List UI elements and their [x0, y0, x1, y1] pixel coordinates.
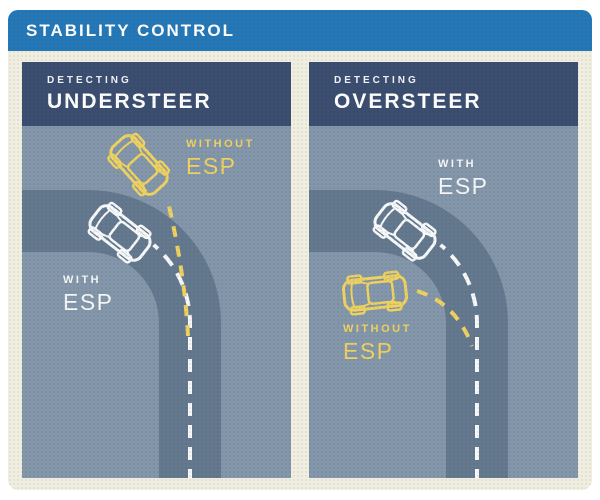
panel-oversteer-title-bar: DETECTING OVERSTEER — [309, 62, 578, 126]
with-esp-trajectory-line — [152, 243, 192, 478]
road-curve — [22, 190, 221, 478]
with-esp-trajectory-line — [439, 243, 479, 478]
page-title: STABILITY CONTROL — [26, 20, 236, 40]
without-esp-trajectory-line — [167, 205, 190, 337]
panel-oversteer: DETECTING OVERSTEER — [309, 62, 578, 478]
car-top-view-icon-without-esp — [102, 127, 176, 203]
without-esp-trajectory-line — [416, 289, 474, 347]
understeer-diagram: WITHOUT ESP WITH ESP — [22, 126, 291, 478]
infographic-card: STABILITY CONTROL DETECTING UNDERSTEER — [8, 10, 592, 490]
with-esp-label: WITH ESP — [63, 274, 114, 315]
panels-row: DETECTING UNDERSTEER — [8, 51, 592, 490]
panel-title-text: OVERSTEER — [334, 90, 482, 113]
without-esp-label: WITHOUT ESP — [186, 138, 255, 179]
panel-kicker: DETECTING — [334, 75, 419, 86]
with-esp-label: WITH ESP — [438, 158, 489, 199]
road-curve — [309, 190, 508, 478]
oversteer-road-scene — [309, 190, 508, 478]
panel-understeer: DETECTING UNDERSTEER — [22, 62, 291, 478]
panel-kicker: DETECTING — [47, 75, 132, 86]
panel-understeer-title-bar: DETECTING UNDERSTEER — [22, 62, 291, 126]
oversteer-diagram: WITH ESP WITHOUT ESP — [309, 126, 578, 478]
header-bar: STABILITY CONTROL — [8, 10, 592, 51]
understeer-road-scene — [22, 127, 221, 478]
panel-title-text: UNDERSTEER — [47, 90, 212, 113]
car-top-view-icon-without-esp — [340, 269, 410, 317]
without-esp-label: WITHOUT ESP — [343, 323, 412, 364]
